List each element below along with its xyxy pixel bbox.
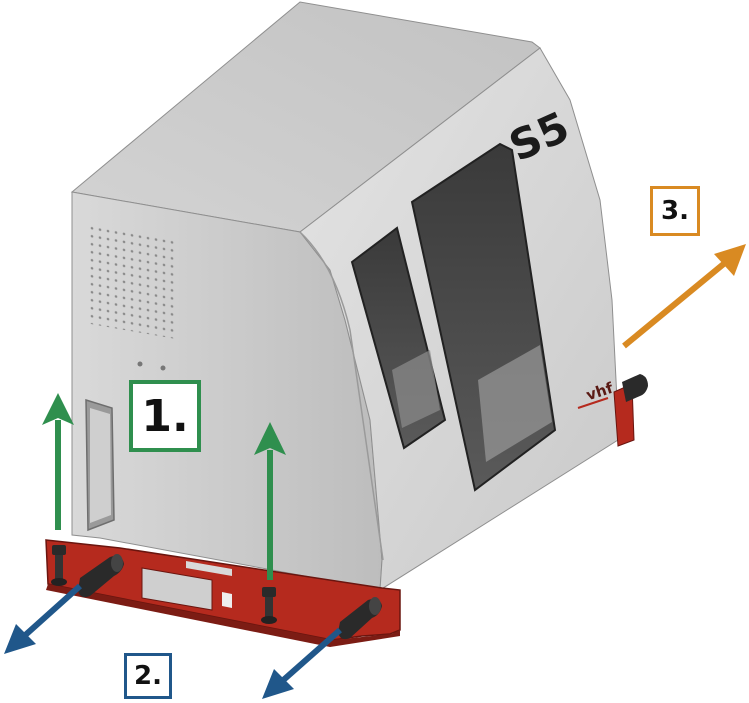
lock-bolt-left[interactable] [51,545,67,586]
handle-left[interactable] [78,554,124,598]
handle-rear[interactable] [622,374,648,402]
handle-right[interactable] [338,597,382,640]
screw-icon [160,365,166,371]
lift-arrow-left [42,393,74,530]
housing-edge [299,231,384,561]
step-2-label: 2. [124,653,172,699]
step-3-label: 3. [650,186,700,236]
machine-housing: S5 vhf [70,1,619,591]
frame-cutout [141,567,213,611]
lift-arrow-center [254,422,286,580]
frame-hole [222,592,232,608]
base-frame [45,383,635,647]
pull-arrow-left [4,583,83,654]
pull-arrow-right [262,627,342,699]
step-1-label: 1. [129,380,201,452]
lock-bolt-center[interactable] [261,587,277,624]
screw-icon [137,361,143,367]
move-arrow [622,244,746,349]
frame-slot [186,561,232,576]
ventilation-grille [86,223,174,339]
